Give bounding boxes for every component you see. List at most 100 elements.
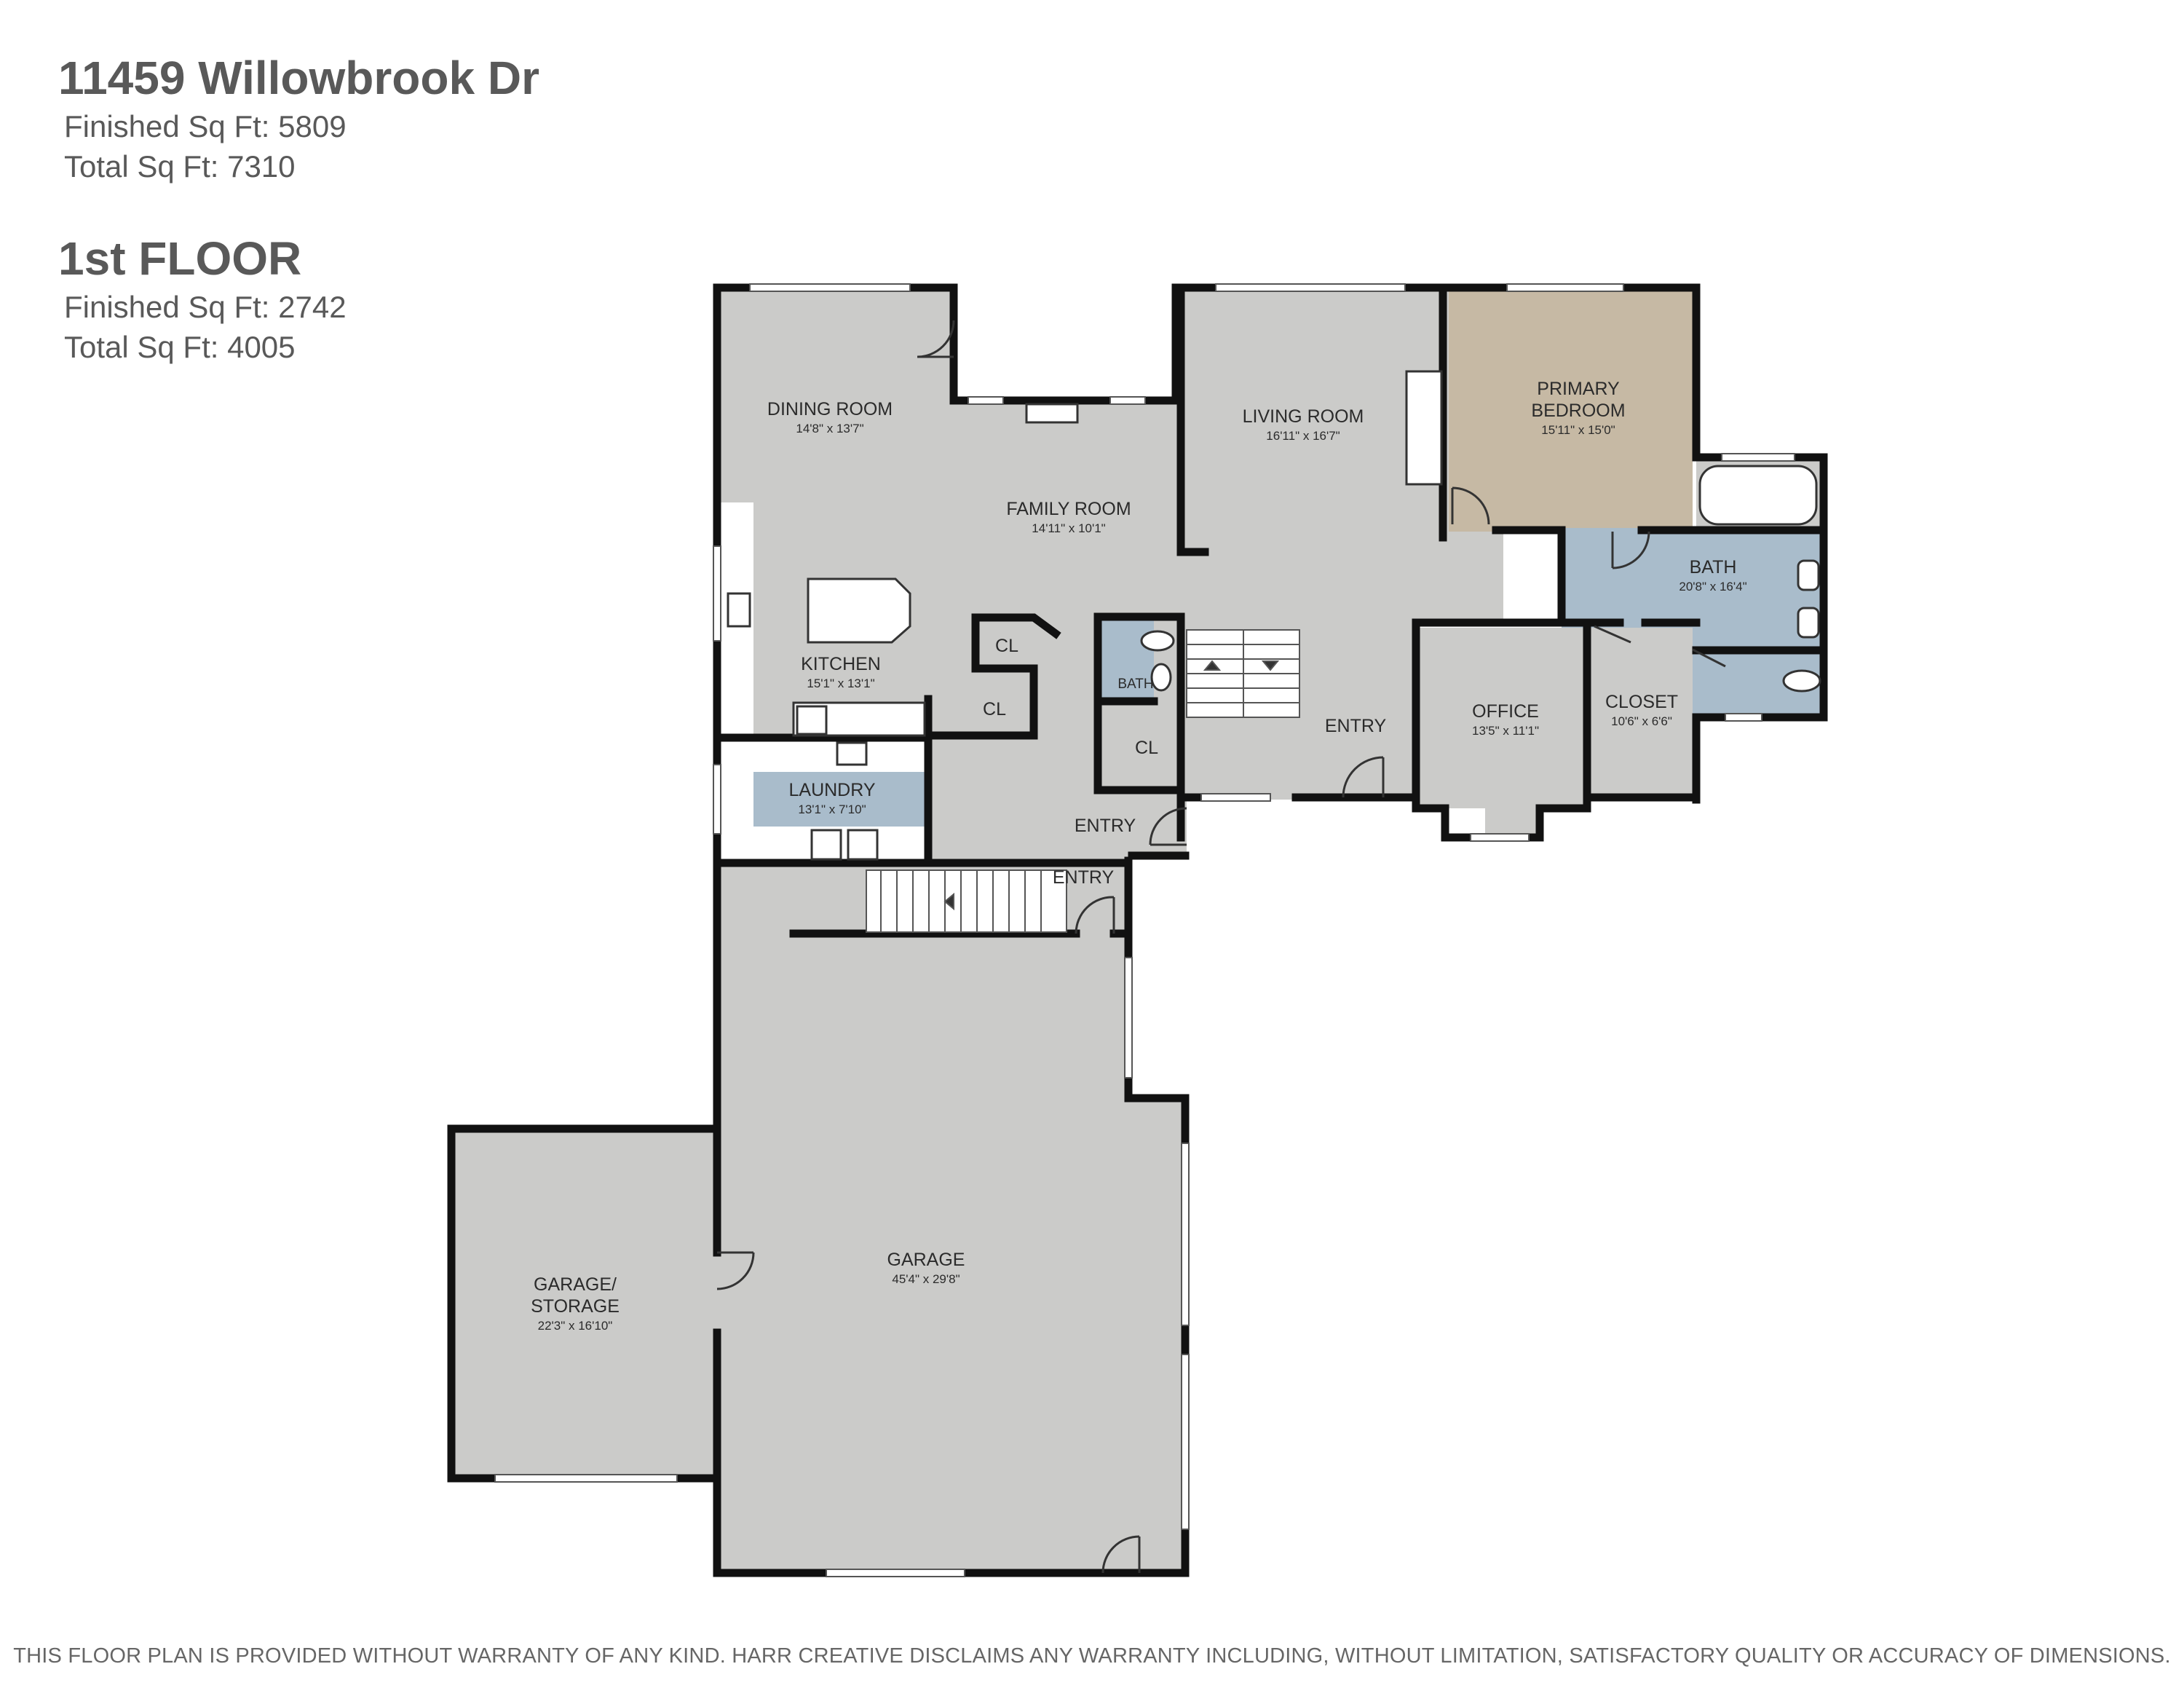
window-living-n — [1215, 283, 1406, 292]
door-garage-entry — [1075, 896, 1115, 934]
stairs-garage-arrow — [943, 892, 954, 911]
dim-laundry: 13'1" x 7'10" — [798, 802, 866, 816]
label-garage-storage-1: GARAGE/ — [534, 1274, 617, 1295]
windows — [494, 283, 1795, 1577]
door-bath — [1611, 531, 1650, 569]
doors — [716, 320, 1726, 1574]
window-office-s — [1470, 833, 1530, 842]
window-garage-w1 — [1124, 957, 1133, 1078]
dim-family-room: 14'11" x 10'1" — [1032, 521, 1105, 535]
label-entry-garage: ENTRY — [1053, 867, 1115, 888]
wall-entry-mid — [1128, 793, 1190, 860]
window-wc-s — [1725, 713, 1762, 722]
floor-office — [1416, 628, 1587, 837]
door-garage-s — [1101, 1535, 1141, 1574]
dim-kitchen: 15'1" x 13'1" — [807, 677, 874, 690]
floor-half-bath — [1099, 619, 1154, 699]
door-primary — [1451, 486, 1490, 525]
stairs-garage — [866, 869, 1067, 933]
sink-half — [1150, 663, 1172, 692]
floor-laundry-label-area — [753, 772, 925, 827]
toilet-primary — [1782, 669, 1821, 693]
window-garage-e1 — [1181, 1143, 1190, 1326]
wall-garage-east — [713, 856, 1190, 1577]
stairs-down-arrow — [1261, 660, 1280, 671]
label-kitchen: KITCHEN — [801, 654, 881, 674]
floor-finished-sqft: Finished Sq Ft: 2742 — [64, 290, 347, 324]
fixtures — [727, 370, 1821, 861]
wall-cl2 — [924, 664, 1038, 740]
window-garage-s — [826, 1569, 965, 1577]
door-storage — [716, 1251, 755, 1290]
dim-garage: 45'4" x 29'8" — [892, 1272, 960, 1286]
floor-closet — [1591, 628, 1693, 795]
stairs-up-arrow — [1203, 660, 1222, 671]
dim-dining-room: 14'8" x 13'7" — [796, 422, 863, 435]
dim-primary-bath: 20'8" x 16'4" — [1679, 580, 1746, 593]
door-dining — [917, 320, 955, 358]
wall-cl1 — [971, 613, 1061, 673]
fireplace-living — [1405, 370, 1443, 486]
floor-linen — [1503, 528, 1562, 623]
window-kitchen-w — [713, 545, 721, 642]
dim-living-room: 16'11" x 16'7" — [1266, 429, 1340, 443]
label-laundry: LAUNDRY — [788, 780, 875, 800]
kitchen-island — [807, 577, 911, 644]
label-closet-2: CL — [983, 699, 1006, 719]
label-primary-bath: BATH — [1690, 557, 1737, 577]
laundry-sink — [836, 741, 868, 766]
dim-closet: 10'6" x 6'6" — [1611, 714, 1672, 728]
fireplace-family — [1025, 403, 1079, 424]
floor-primary-bedroom — [1449, 291, 1693, 532]
label-primary-bedroom-1: PRIMARY — [1537, 379, 1620, 399]
window-bath-n — [1721, 453, 1795, 462]
disclaimer: THIS FLOOR PLAN IS PROVIDED WITHOUT WARR… — [13, 1644, 2171, 1668]
property-address: 11459 Willowbrook Dr — [58, 52, 539, 104]
window-laundry-w — [713, 764, 721, 835]
window-primary-n — [1506, 283, 1624, 292]
wall-cl3 — [1093, 697, 1185, 794]
kitchen-sink — [727, 592, 751, 628]
label-half-bath: BATH — [1117, 677, 1153, 692]
room-labels: DINING ROOM 14'8" x 13'7" FAMILY ROOM 14… — [531, 379, 1747, 1333]
finished-sqft-total: Finished Sq Ft: 5809 — [64, 109, 347, 143]
window-garage-e2 — [1181, 1354, 1190, 1530]
door-wc — [1692, 648, 1726, 668]
window-entry-s — [1200, 793, 1271, 802]
label-primary-bedroom-2: BEDROOM — [1531, 401, 1625, 421]
label-garage: GARAGE — [887, 1250, 965, 1270]
label-entry-main: ENTRY — [1325, 716, 1387, 736]
dim-office: 13'5" x 11'1" — [1472, 724, 1539, 738]
window-family-n1 — [968, 396, 1004, 405]
door-closet — [1594, 625, 1631, 644]
label-family-room: FAMILY ROOM — [1006, 499, 1131, 519]
floor-total-sqft: Total Sq Ft: 4005 — [64, 330, 296, 364]
label-closet: CLOSET — [1605, 692, 1678, 712]
dim-garage-storage: 22'3" x 16'10" — [538, 1319, 613, 1333]
stove — [796, 705, 828, 735]
label-garage-storage-2: STORAGE — [531, 1296, 620, 1317]
floor-garage — [717, 867, 1185, 1573]
window-dining-n — [749, 283, 911, 292]
vanity-sink-1 — [1797, 559, 1820, 591]
dim-primary-bedroom: 15'11" x 15'0" — [1541, 423, 1615, 437]
vanity-sink-2 — [1797, 607, 1820, 639]
door-entry-main — [1342, 756, 1385, 798]
wall-living-inner — [1176, 287, 1209, 556]
label-dining-room: DINING ROOM — [767, 399, 893, 419]
label-office: OFFICE — [1472, 701, 1539, 722]
walls — [447, 283, 1828, 1577]
wall-primary-east — [1692, 287, 1828, 804]
window-family-n2 — [1109, 396, 1146, 405]
label-closet-1: CL — [995, 636, 1018, 656]
window-storage-s — [494, 1474, 678, 1483]
stairs — [866, 629, 1300, 933]
floor-title: 1st FLOOR — [58, 232, 302, 285]
dryer — [847, 829, 879, 861]
floor-garage-storage — [451, 1129, 719, 1478]
label-entry-mid: ENTRY — [1075, 816, 1136, 836]
toilet-half — [1140, 630, 1175, 652]
bathtub — [1698, 465, 1818, 526]
floor-areas — [451, 288, 1824, 1573]
